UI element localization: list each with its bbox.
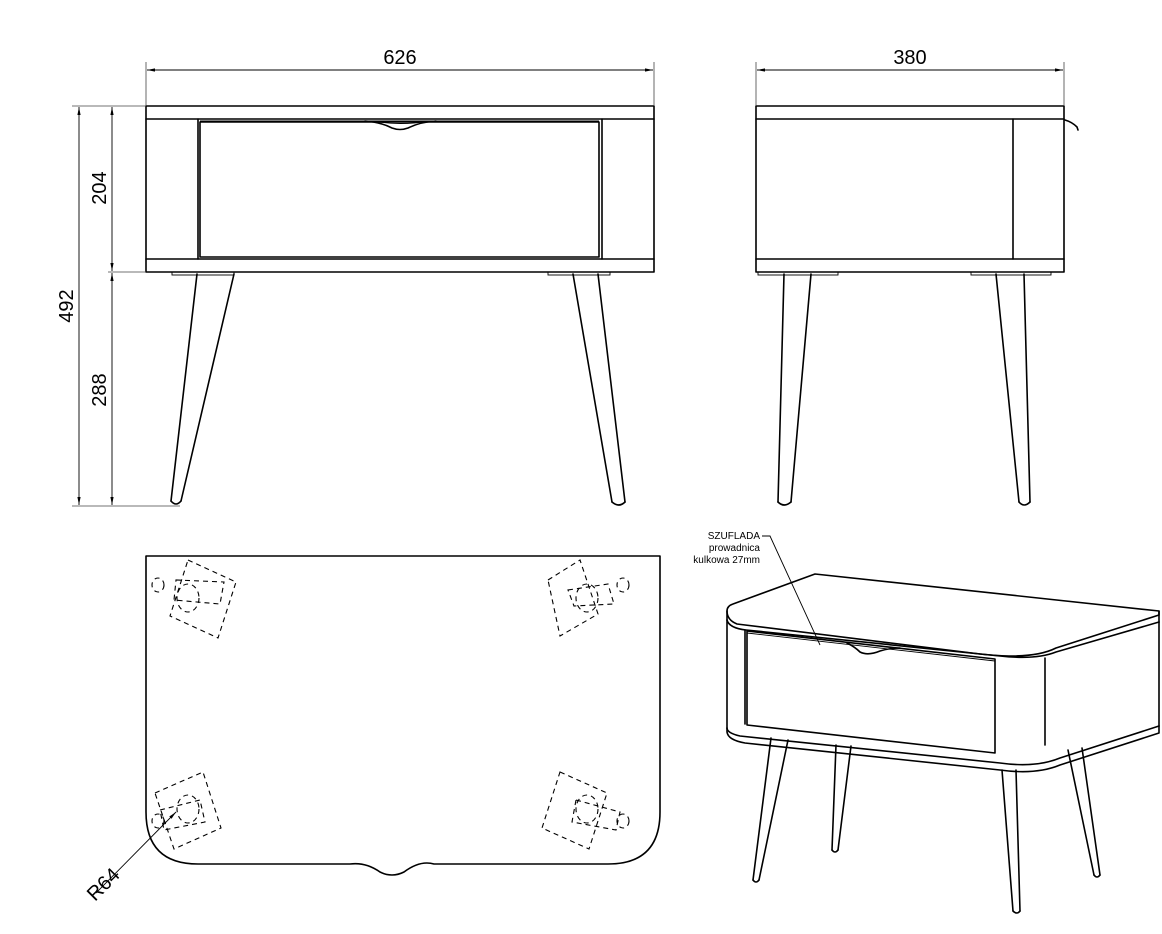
leg-height-dimension: 288: [89, 373, 111, 406]
annotation-line-3: kulkowa 27mm: [693, 555, 760, 566]
drawer-annotation-leader: [762, 535, 821, 646]
depth-dimension: 380: [893, 47, 926, 69]
annotation-line-1: SZUFLADA: [708, 531, 761, 542]
side-handle-tip: [1064, 119, 1079, 131]
drawer-handle: [364, 120, 437, 131]
front-left-leg: [170, 273, 235, 502]
leg-bracket-bottom-right: [541, 771, 630, 850]
side-dimensions: 380: [755, 47, 1065, 106]
top-outline: [145, 555, 661, 876]
iso-leg-back-right: [1067, 747, 1101, 876]
front-view: [145, 105, 655, 506]
iso-leg-front-right: [1001, 769, 1021, 912]
top-view: R64: [83, 555, 661, 906]
leg-bracket-bottom-left: [151, 771, 222, 850]
iso-top: [726, 573, 1160, 657]
front-dimensions: 626 492 204 288: [56, 47, 655, 507]
isometric-view: SZUFLADA prowadnica kulkowa 27mm: [693, 531, 1160, 914]
body-height-dimension: 204: [89, 171, 111, 204]
side-body: [755, 105, 1065, 273]
annotation-line-2: prowadnica: [709, 543, 761, 554]
leg-bracket-top-left: [151, 559, 237, 639]
leg-bracket-top-right: [547, 559, 630, 637]
front-body: [145, 105, 655, 273]
iso-drawer-front: [746, 630, 996, 754]
drawer-front: [199, 121, 600, 258]
width-dimension: 626: [383, 47, 416, 69]
side-right-leg: [995, 273, 1031, 503]
side-left-leg: [777, 273, 812, 503]
iso-leg-back-left: [831, 744, 852, 851]
iso-drawer-handle: [846, 642, 901, 655]
side-view: [755, 105, 1079, 506]
iso-leg-front-left: [752, 737, 789, 881]
front-right-leg: [572, 273, 626, 503]
total-height-dimension: 492: [56, 289, 78, 322]
